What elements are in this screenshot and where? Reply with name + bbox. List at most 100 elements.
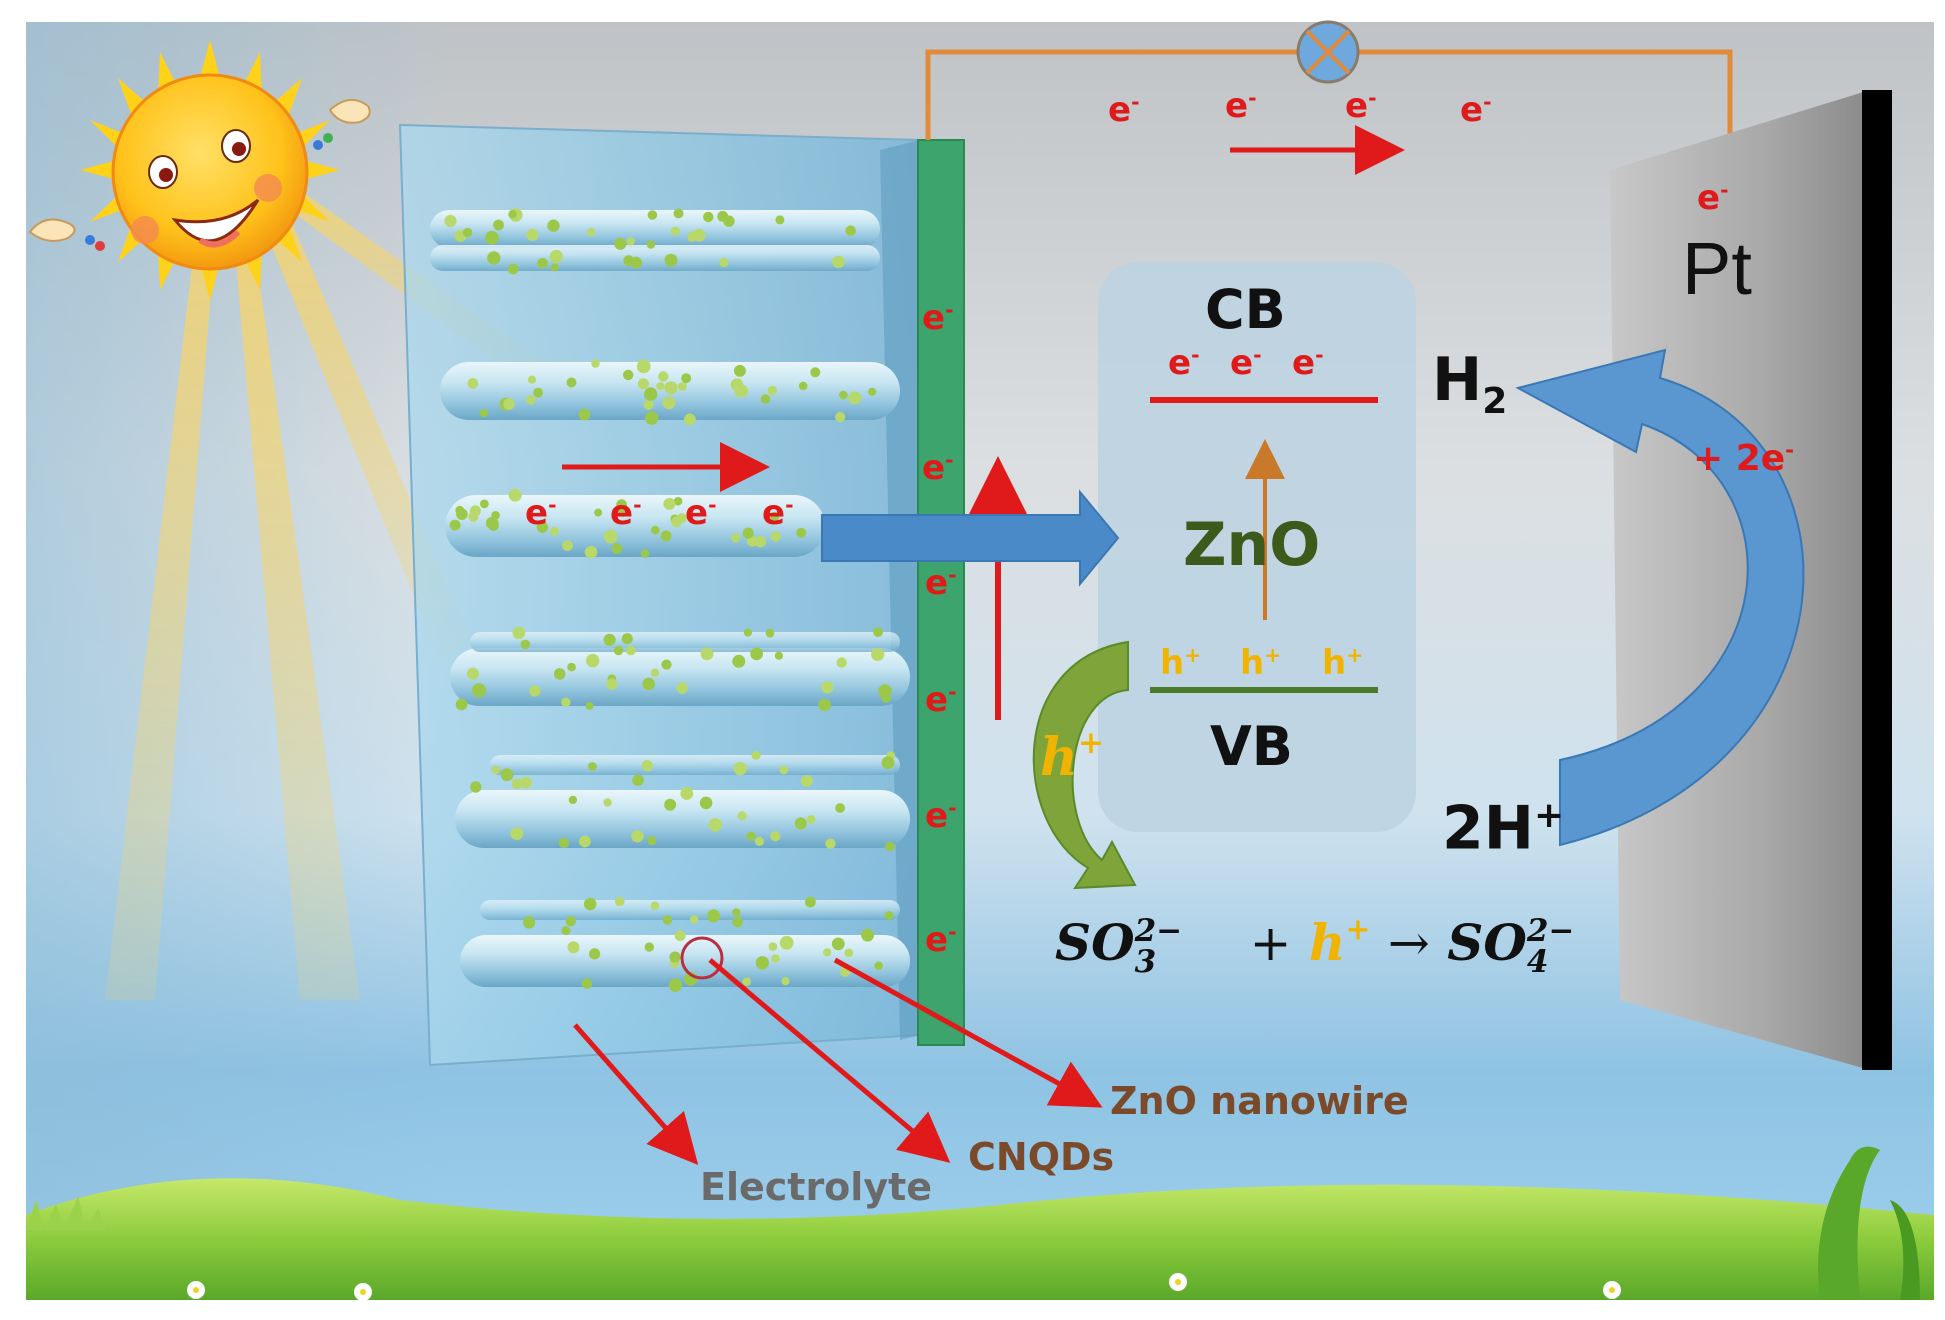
cnqd-dot bbox=[511, 778, 523, 790]
cnqd-dot bbox=[614, 896, 625, 907]
cnqd-dot bbox=[623, 369, 634, 381]
cnqd-dot bbox=[673, 496, 683, 506]
cnqd-dot bbox=[611, 543, 623, 554]
cnqd-dot bbox=[881, 693, 891, 703]
vb-hole-1: h+ bbox=[1160, 643, 1202, 684]
cnqd-dot bbox=[835, 803, 845, 813]
cnqd-dot bbox=[742, 527, 754, 539]
cnqd-dot bbox=[585, 701, 594, 710]
cnqd-dot bbox=[810, 367, 821, 378]
cnqd-dots bbox=[444, 208, 896, 992]
cnqd-highlight-circle bbox=[680, 936, 724, 980]
cnqd-dot bbox=[779, 935, 794, 950]
strip-electron-2: e- bbox=[922, 448, 954, 489]
cnqd-dot bbox=[645, 411, 659, 425]
cnqd-dot bbox=[500, 768, 514, 782]
strip-electron-1: e- bbox=[922, 298, 954, 339]
cnqd-dot bbox=[553, 668, 566, 680]
cnqd-dot bbox=[707, 909, 721, 923]
cnqd-dot bbox=[485, 516, 499, 530]
cnqd-dot bbox=[754, 836, 765, 847]
cnqd-dot bbox=[566, 377, 577, 388]
cnqd-dot bbox=[874, 961, 883, 971]
cnqd-dot bbox=[689, 915, 699, 924]
cnqd-dot bbox=[770, 511, 780, 522]
nanowire bbox=[445, 495, 825, 557]
cnqd-dot bbox=[579, 835, 591, 848]
cnqd-dot bbox=[730, 378, 744, 392]
cnqd-dot bbox=[630, 256, 642, 269]
cnqd-dot bbox=[503, 398, 515, 410]
cnqd-dot bbox=[455, 698, 468, 711]
cnqd-dot bbox=[733, 761, 747, 776]
cnqd-dot bbox=[561, 697, 571, 707]
cnqd-dot bbox=[636, 359, 651, 374]
cnqd-dot bbox=[742, 977, 751, 986]
cnqd-dot bbox=[662, 915, 673, 925]
cnqd-dot bbox=[662, 396, 676, 410]
cnqd-dot bbox=[831, 937, 845, 951]
hole: h+ bbox=[1308, 912, 1371, 972]
cnqd-dot bbox=[832, 255, 845, 269]
cnqd-dot bbox=[680, 787, 694, 800]
zno-nanowire-pointer bbox=[833, 957, 1103, 1108]
circuit-electron-3: e- bbox=[1345, 86, 1377, 127]
cnqd-dot bbox=[779, 765, 789, 775]
vb-hole-2: h+ bbox=[1240, 643, 1282, 684]
hydrogen-evolution-arrow bbox=[1515, 348, 1805, 847]
circuit-electron-4: e- bbox=[1460, 90, 1492, 131]
cnqd-dot bbox=[650, 901, 660, 911]
cnqd-dot bbox=[871, 647, 885, 662]
cnqd-dot bbox=[836, 657, 847, 668]
cnqd-dot bbox=[467, 378, 479, 389]
cnqd-dot bbox=[825, 838, 836, 849]
cnqd-dot bbox=[643, 399, 654, 410]
cnqd-dot bbox=[674, 930, 686, 942]
cnqd-dot bbox=[770, 531, 781, 542]
cnqd-dot bbox=[732, 916, 743, 928]
cnqd-dot bbox=[529, 685, 541, 697]
cnqd-dot bbox=[487, 251, 501, 265]
cnqd-dot bbox=[737, 811, 747, 821]
conductive-substrate bbox=[917, 139, 965, 1046]
cnqd-dot bbox=[584, 545, 598, 559]
cnqd-dot bbox=[781, 977, 790, 986]
cnqd-dot bbox=[466, 667, 479, 680]
cnqd-dot bbox=[839, 390, 848, 400]
cnqd-dot bbox=[750, 647, 763, 661]
pt-cathode bbox=[1610, 90, 1892, 1070]
cnqd-dot bbox=[774, 651, 784, 660]
wire-electron-1: e- bbox=[525, 493, 557, 534]
strip-electron-6: e- bbox=[925, 920, 957, 961]
cnqd-dot bbox=[568, 795, 578, 805]
cnqd-dot bbox=[884, 911, 894, 920]
cnqd-dot bbox=[550, 526, 559, 536]
cnqd-dot bbox=[732, 654, 746, 668]
cnqd-dot bbox=[594, 508, 603, 517]
cnqd-dot bbox=[537, 257, 548, 269]
cnqd-dot bbox=[586, 653, 600, 668]
cnqd-dot bbox=[603, 633, 616, 646]
cnqd-dot bbox=[567, 941, 580, 954]
cnqd-dot bbox=[444, 214, 457, 228]
cnqd-dot bbox=[520, 639, 531, 650]
nanowire bbox=[430, 210, 880, 271]
cnqd-dot bbox=[661, 659, 672, 670]
grass-icon bbox=[26, 1146, 1934, 1300]
cnqd-dot bbox=[807, 815, 816, 824]
electrolyte-pointer bbox=[573, 1023, 699, 1166]
cnqd-dot bbox=[845, 225, 856, 237]
cnqd-dot bbox=[796, 527, 807, 538]
cnqd-dot bbox=[527, 375, 537, 384]
cnqd-dot bbox=[664, 253, 678, 267]
cnqd-dot bbox=[669, 951, 681, 963]
cnqd-dot bbox=[480, 499, 489, 509]
cnqd-dot bbox=[523, 916, 536, 929]
cnqd-dot bbox=[881, 756, 895, 770]
cnqd-dot bbox=[823, 948, 832, 957]
cnqd-dot bbox=[767, 385, 777, 396]
cnqd-dot bbox=[589, 948, 601, 960]
cnqd-dot bbox=[671, 516, 682, 528]
